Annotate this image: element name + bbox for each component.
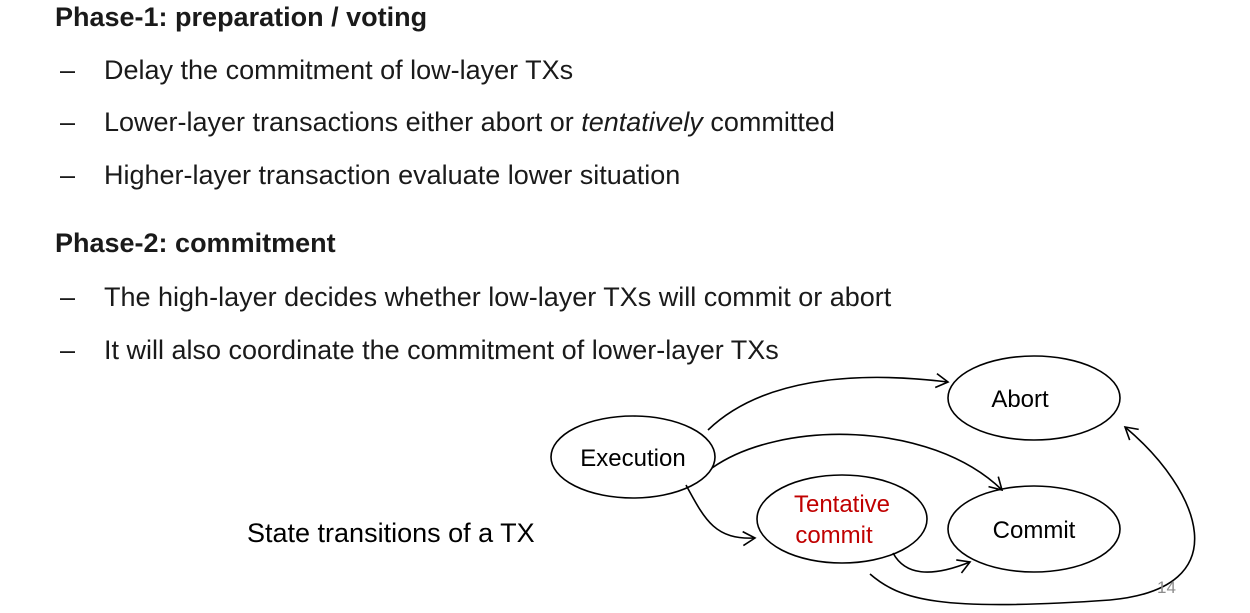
bullet-text-suffix: committed bbox=[702, 107, 835, 137]
commit-state bbox=[947, 485, 1121, 573]
phase1-bullet-2: –Lower-layer transactions either abort o… bbox=[60, 107, 835, 138]
bullet-text: The high-layer decides whether low-layer… bbox=[104, 282, 892, 312]
phase2-heading: Phase-2: commitment bbox=[55, 228, 336, 258]
bullet-dash: – bbox=[60, 160, 76, 190]
arrow-tentative-to-commit bbox=[892, 552, 972, 574]
page-number: 14 bbox=[1157, 578, 1176, 597]
tentative-commit-state bbox=[756, 474, 928, 564]
tentative-label-line2: commit bbox=[795, 522, 873, 549]
abort-label: Abort bbox=[991, 386, 1049, 413]
arrow-execution-to-commit bbox=[711, 433, 1004, 492]
arrow-execution-to-abort bbox=[707, 372, 950, 431]
execution-state bbox=[550, 415, 716, 499]
phase2-bullet-1: –The high-layer decides whether low-laye… bbox=[60, 282, 891, 313]
abort-state bbox=[947, 355, 1121, 441]
bullet-dash: – bbox=[60, 282, 76, 312]
bullet-text: Lower-layer transactions either abort or bbox=[104, 107, 582, 137]
arrow-execution-to-tentative bbox=[685, 484, 757, 547]
arrow-tentative-to-abort bbox=[869, 425, 1196, 606]
commit-label: Commit bbox=[993, 517, 1076, 544]
bullet-emphasis: tentatively bbox=[581, 107, 703, 137]
phase1-bullet-1: –Delay the commitment of low-layer TXs bbox=[60, 55, 573, 86]
bullet-text: Delay the commitment of low-layer TXs bbox=[104, 55, 574, 85]
phase1-bullet-3: –Higher-layer transaction evaluate lower… bbox=[60, 160, 680, 191]
tentative-label-line1: Tentative bbox=[794, 491, 890, 518]
bullet-dash: – bbox=[60, 55, 76, 85]
bullet-dash: – bbox=[60, 107, 76, 137]
phase1-heading: Phase-1: preparation / voting bbox=[55, 2, 428, 32]
bullet-dash: – bbox=[60, 335, 76, 365]
execution-label: Execution bbox=[580, 445, 685, 472]
diagram-caption: State transitions of a TX bbox=[247, 518, 535, 548]
phase2-bullet-2: –It will also coordinate the commitment … bbox=[60, 335, 779, 366]
bullet-text: It will also coordinate the commitment o… bbox=[104, 335, 779, 365]
bullet-text: Higher-layer transaction evaluate lower … bbox=[104, 160, 681, 190]
